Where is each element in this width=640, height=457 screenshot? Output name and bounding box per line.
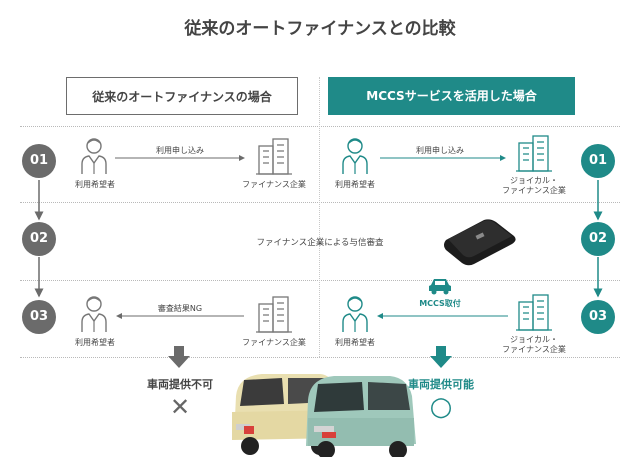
cars-image	[232, 374, 416, 457]
header-conventional: 従来のオートファイナンスの場合	[66, 77, 298, 115]
result-available: 車両提供可能	[408, 378, 474, 391]
building-icon	[256, 138, 292, 175]
right-row3-target: ジョイカル・ ファイナンス企業	[494, 335, 574, 355]
cross-mark-icon: ✕	[169, 393, 191, 421]
credit-check-text: ファイナンス企業による与信審査	[256, 238, 384, 248]
right-row1-actor: 利用希望者	[335, 180, 375, 189]
building-icon	[256, 296, 292, 333]
circle-mark-icon: ○	[429, 392, 453, 422]
applicant-icon	[342, 296, 368, 332]
left-row1-actor: 利用希望者	[75, 180, 115, 189]
step-03-left: 03	[22, 300, 56, 334]
building-icon	[516, 135, 552, 172]
right-row1-target-line2: ファイナンス企業	[502, 186, 566, 195]
car-icon	[429, 279, 451, 295]
mccs-device-icon	[444, 219, 516, 266]
down-arrow-icon	[430, 346, 452, 368]
step-02-left: 02	[22, 222, 56, 256]
row-divider	[20, 126, 620, 127]
right-row3-arrow-label: MCCS取付	[419, 299, 461, 308]
left-row3-target: ファイナンス企業	[242, 338, 306, 347]
row-divider	[20, 357, 620, 358]
applicant-icon	[81, 296, 107, 332]
step-03-right: 03	[581, 300, 615, 334]
row-divider	[20, 280, 620, 281]
column-divider	[319, 77, 320, 357]
left-row3-actor: 利用希望者	[75, 338, 115, 347]
applicant-icon	[81, 138, 107, 174]
row-divider	[20, 202, 620, 203]
building-icon	[516, 294, 552, 331]
mint-car-image	[306, 376, 416, 457]
left-row1-arrow-label: 利用申し込み	[156, 146, 204, 155]
left-row3-arrow-label: 審査結果NG	[157, 304, 203, 313]
down-arrow-icon	[168, 346, 190, 368]
header-mccs: MCCSサービスを活用した場合	[328, 77, 575, 115]
applicant-icon	[342, 138, 368, 174]
right-row1-arrow-label: 利用申し込み	[416, 146, 464, 155]
right-row1-target-line1: ジョイカル・	[510, 176, 558, 185]
right-row3-target-line1: ジョイカル・	[510, 335, 558, 344]
right-row3-actor: 利用希望者	[335, 338, 375, 347]
step-02-right: 02	[581, 222, 615, 256]
step-01-left: 01	[22, 144, 56, 178]
right-row3-target-line2: ファイナンス企業	[502, 345, 566, 354]
right-row1-target: ジョイカル・ ファイナンス企業	[494, 176, 574, 196]
result-not-available: 車両提供不可	[147, 378, 213, 391]
step-01-right: 01	[581, 144, 615, 178]
page-title: 従来のオートファイナンスとの比較	[184, 19, 456, 39]
left-row1-target: ファイナンス企業	[242, 180, 306, 189]
